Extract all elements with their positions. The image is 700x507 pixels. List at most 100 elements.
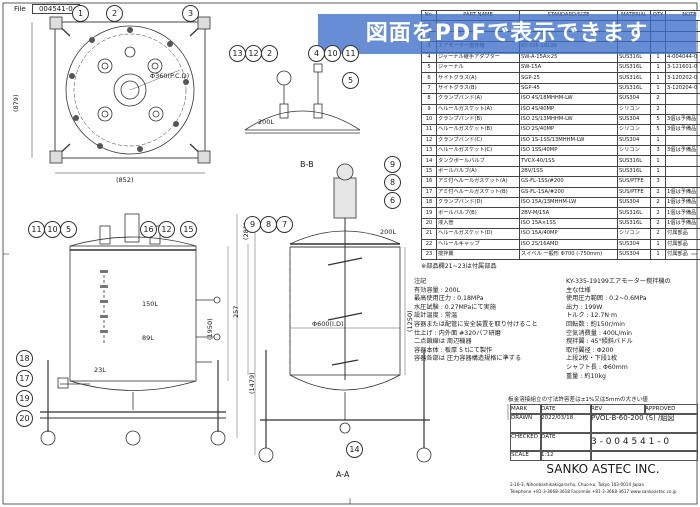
callout-4: 4: [308, 45, 325, 62]
row-part-name: ヘルールガスケット(C): [436, 145, 520, 157]
dim-lid-200l: 200L: [258, 118, 275, 126]
row-material: SUS/PTFE: [617, 176, 651, 188]
callout-20: 20: [16, 410, 33, 427]
row-no: 12: [421, 134, 437, 147]
plan-view: [31, 16, 211, 174]
dim-89l: 89L: [142, 334, 154, 342]
row-part-name: サイトグラス(A): [436, 72, 520, 84]
mixer-spec-line: 主な仕様: [566, 286, 591, 294]
callout-19: 19: [16, 390, 33, 407]
row-standard: TVCX-40/1SS: [519, 155, 618, 167]
tb-dwg-no: 3 - 0 0 4 5 4 1 - 0: [590, 432, 698, 452]
row-no: 21: [421, 228, 437, 240]
callout-11b: 11: [28, 221, 45, 238]
tb-scale: 1:12: [540, 450, 592, 461]
row-no: 8: [421, 93, 437, 105]
row-no: 16: [421, 176, 437, 188]
mixer-spec-line: 回転数 : 約150r/min: [566, 320, 625, 328]
row-no: 19: [421, 207, 437, 219]
row-standard: ISO 2S/16AMD: [519, 238, 618, 251]
tb-checked: CHECKED: [510, 432, 542, 452]
mixer-spec-line: トルク : 12.7N·m: [566, 312, 617, 320]
parts-footnote: ※部品欄21~23は付属部品: [421, 263, 497, 271]
company-name: SANKO ASTEC INC.: [546, 462, 660, 476]
row-part-name: ヘルールガスケット(A): [436, 103, 520, 115]
tolerance-note: 板金溶接組立の寸法許容差は±1%又は5mmの大きい値: [508, 397, 648, 403]
row-no: 20: [421, 217, 437, 230]
dim-150l: 150L: [142, 300, 159, 308]
row-material: SUS304: [617, 238, 651, 251]
dim-pcd: Φ360(P.C.D): [150, 72, 190, 80]
row-note: 3個は予備品: [665, 124, 700, 136]
row-standard: ISO 1SS/40MP: [519, 145, 618, 157]
callout-9b: 9: [384, 156, 401, 173]
row-material: SUS304: [617, 93, 651, 105]
row-no: 22: [421, 238, 437, 251]
spec-line: 仕上げ : 内外面 #320バフ研磨: [414, 329, 501, 337]
spec-line: 二点鎖線は 周辺機器: [414, 338, 472, 346]
callout-7: 7: [276, 216, 293, 233]
row-note: [665, 134, 700, 147]
row-no: 23: [421, 248, 437, 261]
row-material: SUS316L: [617, 155, 651, 167]
row-no: 17: [421, 186, 437, 199]
callout-13: 13: [229, 45, 246, 62]
tb-date: DATE: [540, 404, 592, 415]
row-note: [665, 103, 700, 115]
row-no: 11: [421, 124, 437, 136]
callout-1: 1: [72, 5, 89, 22]
spec-notes: 注記 有効容量 : 200L 最高使用圧力 : 0.18MPa 水圧試験 : 0…: [414, 278, 538, 364]
mixer-spec-line: KY-335-19199エアモーター撹拌機の: [566, 278, 671, 285]
mixer-spec-line: 取付翼径 : Φ200: [566, 346, 614, 354]
row-material: シリコン: [617, 103, 651, 115]
row-no: 10: [421, 113, 437, 126]
spec-line: 注記: [414, 278, 427, 285]
row-qty: 2: [650, 103, 666, 115]
row-no: 14: [421, 155, 437, 167]
row-no: 13: [421, 145, 437, 157]
spec-line: 容器本体 : 板厚 5 tにて製作: [414, 346, 493, 354]
row-no: 18: [421, 197, 437, 209]
row-note: 付属部品: [665, 238, 700, 251]
row-note: 3-121601-0: [665, 61, 700, 74]
row-material: シリコン: [617, 145, 651, 157]
callout-2: 2: [106, 5, 123, 22]
pdf-view-banner[interactable]: 図面をPDFで表示できます: [318, 14, 696, 54]
tb-drawn-date: 2022/03/18: [540, 413, 592, 434]
spec-line: 設計温度 : 常温: [414, 312, 458, 320]
spec-line: 容器各部は 圧力容器構造規格に準ずる: [414, 355, 522, 363]
row-qty: 1: [650, 134, 666, 147]
row-part-name: ヘルールガスケット(D): [436, 228, 520, 240]
row-note: 1個は予備品: [665, 217, 700, 230]
row-part-name: クランプバンド(B): [436, 113, 520, 126]
row-material: SUS304: [617, 248, 651, 261]
spec-line: 最高使用圧力 : 0.18MPa: [414, 295, 484, 303]
row-note: 3-120202-0: [665, 72, 700, 84]
row-qty: 2: [650, 228, 666, 240]
dim-height-plan: (879): [12, 94, 20, 112]
callout-2b: 2: [261, 45, 278, 62]
row-part-name: タンクボールバルブ: [436, 155, 520, 167]
row-qty: 1: [650, 155, 666, 167]
row-material: SUS304: [617, 134, 651, 147]
spec-line: 容器または配管に安全装置を取り付けること: [414, 320, 538, 328]
tb-blank: [590, 450, 698, 461]
main-vessel-view: [247, 163, 432, 463]
mixer-spec-line: 上段2枚・下段1枚: [566, 355, 618, 363]
row-no: 6: [421, 72, 437, 84]
row-standard: ISO 2S/13MHHM-LW: [519, 113, 618, 126]
mixer-spec-line: 出力 : 199W: [566, 303, 603, 311]
row-qty: 1: [650, 82, 666, 95]
row-qty: 2: [650, 186, 666, 199]
row-no: 15: [421, 165, 437, 178]
row-part-name: ジャーナル: [436, 61, 520, 74]
row-qty: 2: [650, 93, 666, 105]
row-material: SUS316L: [617, 207, 651, 219]
callout-12: 12: [245, 45, 262, 62]
tb-drawn: DRAWN: [510, 413, 542, 434]
